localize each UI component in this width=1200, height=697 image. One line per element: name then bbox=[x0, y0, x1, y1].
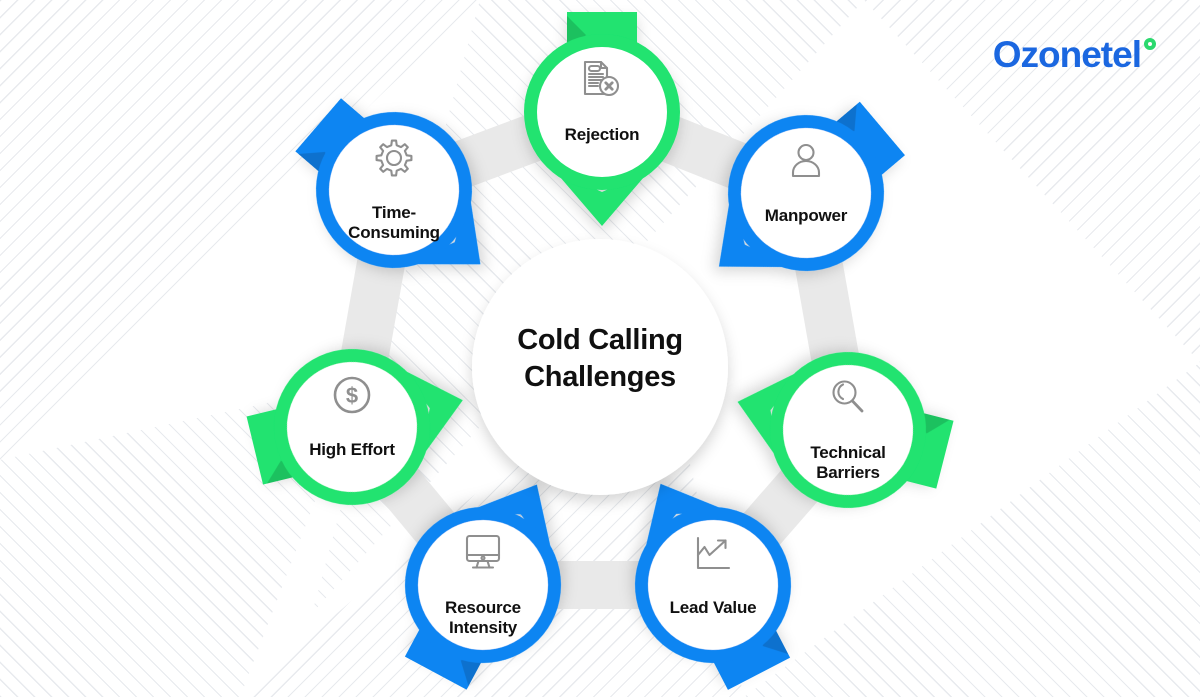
node-ring-technical-barriers bbox=[725, 352, 957, 508]
node-ring-resource-intensity bbox=[393, 461, 580, 696]
brand-logo-ring-icon bbox=[1144, 38, 1156, 50]
node-ring-time-consuming bbox=[286, 88, 512, 301]
node-ring-high-effort bbox=[243, 349, 475, 505]
node-ring-rejection bbox=[524, 12, 680, 226]
node-ring-manpower bbox=[687, 91, 914, 304]
center-circle bbox=[472, 239, 728, 495]
brand-logo-text: Ozonetel bbox=[992, 34, 1142, 75]
node-ring-lead-value bbox=[617, 461, 802, 696]
brand-logo: Ozonetel bbox=[993, 34, 1156, 76]
page-title: Cold Calling Challenges bbox=[517, 324, 683, 393]
